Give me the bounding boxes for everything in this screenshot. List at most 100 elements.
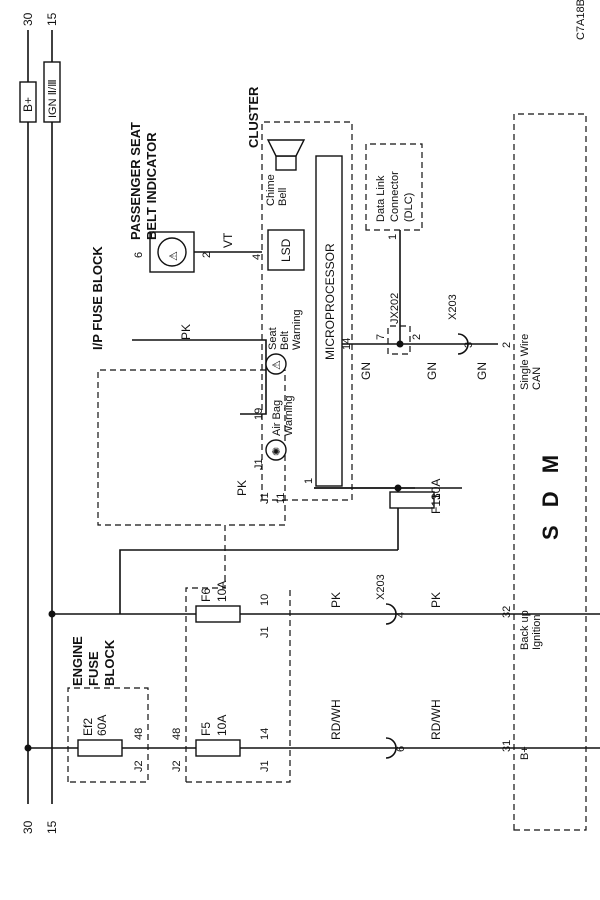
fuse-f13-rating: 10A [429,479,443,500]
wire-rdwh-2: RD/WH [429,699,443,740]
engine-fuse-title-1: ENGINE [70,636,85,686]
cluster-pin-pk: 1 [303,478,315,484]
power-bus-15: 15 15 IGN Ⅱ/Ⅲ [43,12,61,834]
f5-in-conn: J2 [171,760,183,772]
bus-15-label-left: 15 [45,820,59,834]
seatbelt-label-1: Seat [267,327,279,350]
engine-fuse-title-3: BLOCK [102,639,117,686]
x203-connector: X203 3 X203 4 6 [375,294,475,759]
f13-out-pin: 11 [275,493,287,504]
sdm-ign-label-1: Back up [519,610,531,650]
ign-box [43,61,61,123]
cluster-pin-vt: 4 [251,254,263,260]
lsd-box [267,229,305,271]
wire-pk-indicator: PK [179,324,193,340]
microprocessor-label: MICROPROCESSOR [323,243,337,360]
svg-text:⚠: ⚠ [271,360,283,370]
bus-30-label-right: 30 [21,12,35,26]
fuse-f13 [389,491,435,509]
chime-label-2: Bell [277,188,289,206]
sdm-module: S D M 2 Single Wire CAN 32 Back up Ignit… [501,113,587,831]
seatbelt-warning-icon [265,353,287,375]
fuse-f5-name: F5 [199,722,213,736]
fuse-f5-circuit: F5 10A J2 48 J1 14 RD/WH RD/WH [171,699,443,772]
fuse-f6-rating: 10A [215,581,229,602]
fuse-f13-name: F13 [429,493,443,514]
chime-label-1: Chime [265,174,277,206]
wire-rdwh-1: RD/WH [329,699,343,740]
f13-out-conn: J1 [259,492,271,504]
wire-gn-1: GN [359,362,373,380]
diagram-code: C7A18B15 [575,0,587,40]
airbag-label-2: Warning [283,395,295,436]
fuse-f6-name: F6 [199,588,213,602]
seatbelt-label-2: Belt [279,331,291,350]
x203-pin-gn: 3 [463,342,475,348]
jx202-pin-b: 2 [411,334,423,340]
x203-pin-rd: 6 [395,746,407,752]
airbag-warning-icon [265,439,287,461]
wire-pk-f6-2: PK [429,592,443,608]
b-plus-box [19,81,37,123]
sdm-batt-pin: 31 [501,740,513,752]
airbag-label-1: Air Bag [271,400,283,436]
passenger-seat-belt-indicator: ⚠ PASSENGER SEAT BELT INDICATOR 6 2 VT [128,122,262,273]
fuse-ef2 [77,739,123,757]
wire-gn-3: GN [475,362,489,380]
sdm-ign-pin: 32 [501,606,513,618]
jx202-connector [387,325,411,355]
seatbelt-label-3: Warning [291,309,303,350]
ign-label: IGN Ⅱ/Ⅲ [47,79,59,118]
sdm-can-label-2: CAN [531,367,543,390]
lsd-label: LSD [279,238,293,262]
dlc-label-3: (DLC) [403,193,415,222]
bus-30-label-left: 30 [21,820,35,834]
fuse-ef2-name: Ef2 [81,718,95,736]
b-plus-label: B+ [21,97,35,112]
chime-bell-icon [266,139,306,171]
indicator-title-1: PASSENGER SEAT [128,122,143,240]
f6-out-pin: 10 [259,594,271,606]
dlc-pin: 1 [387,234,399,240]
ef2-pin: 48 [133,728,145,740]
f5-in-pin: 48 [171,728,183,740]
f13-extra-conn: J1 [253,458,265,470]
x203-name-mid: X203 [375,574,387,600]
power-bus-30: 30 30 B+ [19,12,37,834]
dlc-label-2: Connector [389,171,401,222]
wire-gn-2: GN [425,362,439,380]
sdm-can-pin: 2 [501,342,513,348]
fuse-ef2-rating: 60A [95,715,109,736]
f6-out-conn: J1 [259,626,271,638]
dlc-label-1: Data Link [375,175,387,222]
cluster-title: CLUSTER [246,86,261,148]
wire-vt: VT [221,232,235,248]
sdm-ign-label-2: Ignition [531,615,543,650]
ip-fuse-block: I/P FUSE BLOCK [90,246,291,783]
f5-out-conn: J1 [259,760,271,772]
wire-pk-f13: PK [235,480,249,496]
sdm-batt-label: B+ [519,746,531,760]
cluster: CLUSTER MICROPROCESSOR LSD 4 1 14 Chime … [246,86,353,501]
x203-name-top: X203 [447,294,459,320]
ip-fuse-title: I/P FUSE BLOCK [90,246,105,350]
jx202-pin-a: 7 [375,334,387,340]
x203-pin-pk: 4 [395,612,407,618]
fuse-f5 [195,739,241,757]
f5-out-pin: 14 [259,728,271,740]
indicator-pin-out: 2 [201,252,213,258]
indicator-pin-in: 6 [133,252,145,258]
ef2-connector: J2 [133,760,145,772]
seatbelt-indicator-icon [157,237,187,267]
sdm-title: S D M [538,449,563,540]
fuse-f6 [195,605,241,623]
bus-15-label-right: 15 [45,12,59,26]
wire-pk-f6-1: PK [329,592,343,608]
microprocessor-box [315,155,343,487]
indicator-title-2: BELT INDICATOR [144,132,159,240]
svg-text:⚠: ⚠ [168,251,180,261]
jx202-name: JX202 [389,293,401,324]
